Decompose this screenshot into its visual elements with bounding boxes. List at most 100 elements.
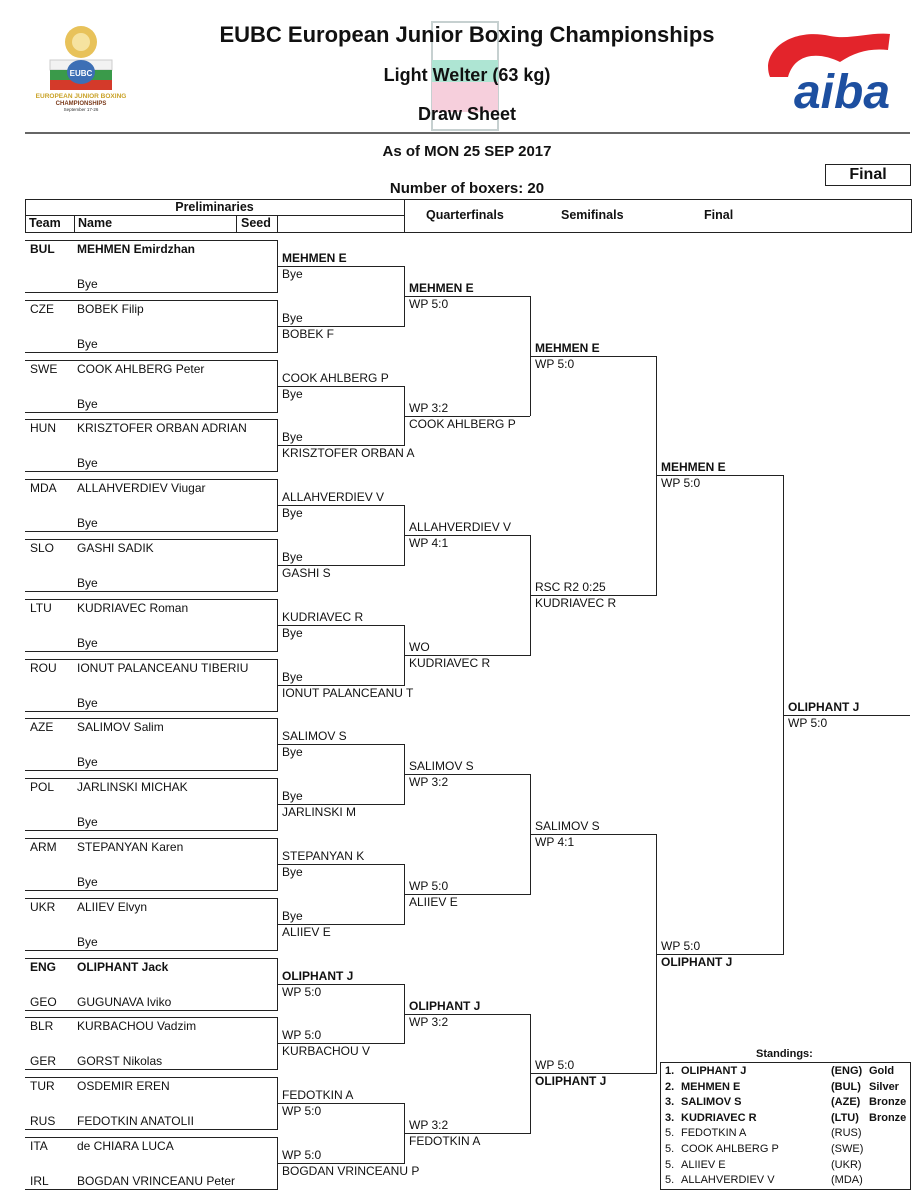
boxer-name: COOK AHLBERG Peter	[77, 361, 205, 376]
boxer-name: GASHI SADIK	[77, 541, 154, 555]
prelim-box-top	[25, 419, 277, 421]
standing-medal: Silver	[869, 1080, 899, 1093]
boxer-count: Number of boxers: 20	[389, 180, 545, 197]
bout-result: WP 5:0	[409, 296, 449, 311]
prelim-box-bottom	[25, 411, 277, 413]
boxer-name: IONUT PALANCEANU TIBERIU	[77, 660, 249, 675]
bout-result: Bye	[282, 386, 303, 401]
bout-winner-bottom: ALIIEV E	[409, 894, 458, 909]
champion-line	[783, 714, 910, 716]
bout-winner-top: FEDOTKIN A	[282, 1088, 354, 1103]
champion-name: OLIPHANT J	[788, 699, 860, 714]
bracket-line	[404, 1013, 530, 1015]
team-code: ROU	[30, 660, 57, 675]
prelim-box-bottom	[25, 1009, 277, 1011]
svg-text:aiba: aiba	[794, 66, 890, 114]
prelim-box-bottom	[25, 531, 277, 533]
bout-winner-top: ALLAHVERDIEV V	[409, 520, 512, 535]
boxer-name: Bye	[77, 277, 98, 291]
boxer-name: Bye	[77, 934, 98, 949]
bout-result: WP 3:2	[409, 775, 449, 790]
prelim-box-top	[25, 897, 277, 899]
prelim-box-top	[25, 299, 277, 301]
bout-winner-bottom: KUDRIAVEC R	[409, 655, 491, 670]
standings-row: 5.FEDOTKIN A(RUS)	[665, 1127, 905, 1140]
boxer-name: Bye	[77, 875, 98, 889]
bout-result: Bye	[282, 506, 303, 521]
bout-winner-top: OLIPHANT J	[409, 998, 481, 1013]
standing-team: (ENG)	[831, 1065, 863, 1077]
team-code: CZE	[30, 301, 54, 316]
bout-result: WP 5:0	[282, 1104, 322, 1119]
boxer-name: Bye	[77, 695, 98, 710]
boxer-name: Bye	[77, 516, 98, 531]
bout-result: Bye	[282, 745, 303, 760]
bracket-line	[404, 295, 530, 297]
bracket-line	[404, 1133, 530, 1135]
standing-rank: 2.	[665, 1080, 675, 1093]
team-code: ITA	[30, 1139, 48, 1153]
bout-result: WP 4:1	[409, 536, 449, 551]
header-col-sep	[74, 215, 75, 232]
bracket-line	[277, 624, 404, 626]
standing-rank: 5.	[665, 1143, 675, 1155]
standings-row: 3.KUDRIAVEC R(LTU)Bronze	[665, 1111, 906, 1125]
bout-winner-bottom: IONUT PALANCEANU T	[282, 685, 414, 700]
prelim-box-top	[25, 838, 277, 839]
header-col-sep	[277, 215, 278, 232]
bout-winner-bottom: BOGDAN VRINCEANU P	[282, 1164, 420, 1178]
standing-team: (AZE)	[831, 1096, 861, 1109]
bracket-line	[277, 325, 404, 327]
bout-result: Bye	[282, 625, 303, 640]
boxer-name: STEPANYAN Karen	[77, 840, 184, 854]
bracket-line	[404, 415, 530, 417]
prelim-box-bottom	[25, 1129, 277, 1131]
as-of-date: As of MON 25 SEP 2017	[382, 143, 552, 160]
bout-result: Bye	[282, 267, 303, 281]
team-code: ENG	[30, 959, 57, 974]
bracket-line	[277, 1163, 404, 1164]
team-code: GEO	[30, 994, 57, 1009]
boxer-name: JARLINSKI MICHAK	[77, 780, 188, 795]
standing-team: (BUL)	[831, 1080, 861, 1093]
bout-result: Bye	[282, 310, 303, 325]
standing-name: KUDRIAVEC R	[681, 1111, 757, 1124]
prelim-box-top	[25, 359, 277, 361]
standing-name: COOK AHLBERG P	[681, 1143, 779, 1155]
watermark-emblem	[430, 20, 500, 132]
prelim-box-bottom	[25, 1189, 277, 1190]
bout-result: WP 5:0	[282, 984, 322, 999]
bout-result: Bye	[282, 865, 303, 879]
boxer-name: GORST Nikolas	[77, 1054, 163, 1069]
standing-rank: 5.	[665, 1158, 675, 1171]
bout-result: Bye	[282, 430, 303, 445]
team-code: BLR	[30, 1019, 54, 1034]
bracket-line	[404, 535, 530, 537]
bout-result: WP 5:0	[535, 1058, 575, 1073]
standings-row: 5.COOK AHLBERG P(SWE)	[665, 1143, 905, 1156]
bout-winner-bottom: JARLINSKI M	[282, 805, 357, 820]
bout-winner-bottom: GASHI S	[282, 566, 331, 580]
standing-rank: 5.	[665, 1174, 675, 1187]
bout-winner-top: SALIMOV S	[282, 729, 347, 744]
bracket-line	[277, 983, 404, 985]
standing-medal: Gold	[869, 1065, 895, 1077]
boxer-name: OLIPHANT Jack	[77, 959, 169, 974]
team-code: POL	[30, 780, 55, 795]
bracket-line	[277, 385, 404, 387]
bout-result: WP 3:2	[409, 400, 449, 415]
champion-result: WP 5:0	[788, 715, 828, 730]
status-badge: Final	[825, 164, 911, 186]
boxer-name: Bye	[77, 755, 98, 770]
prelim-box-top	[25, 1137, 277, 1138]
standing-name: OLIPHANT J	[681, 1065, 747, 1077]
prelim-box-top	[25, 598, 277, 600]
prelim-box-top	[25, 240, 277, 241]
bracket-line	[277, 804, 404, 806]
prelim-box-bottom	[25, 830, 277, 832]
prelim-box-bottom	[25, 1069, 277, 1071]
bracket-line	[656, 475, 783, 477]
header-preliminaries: Preliminaries	[175, 200, 254, 214]
bout-winner-top: MEHMEN E	[282, 251, 347, 265]
bout-winner-bottom: FEDOTKIN A	[409, 1134, 481, 1149]
